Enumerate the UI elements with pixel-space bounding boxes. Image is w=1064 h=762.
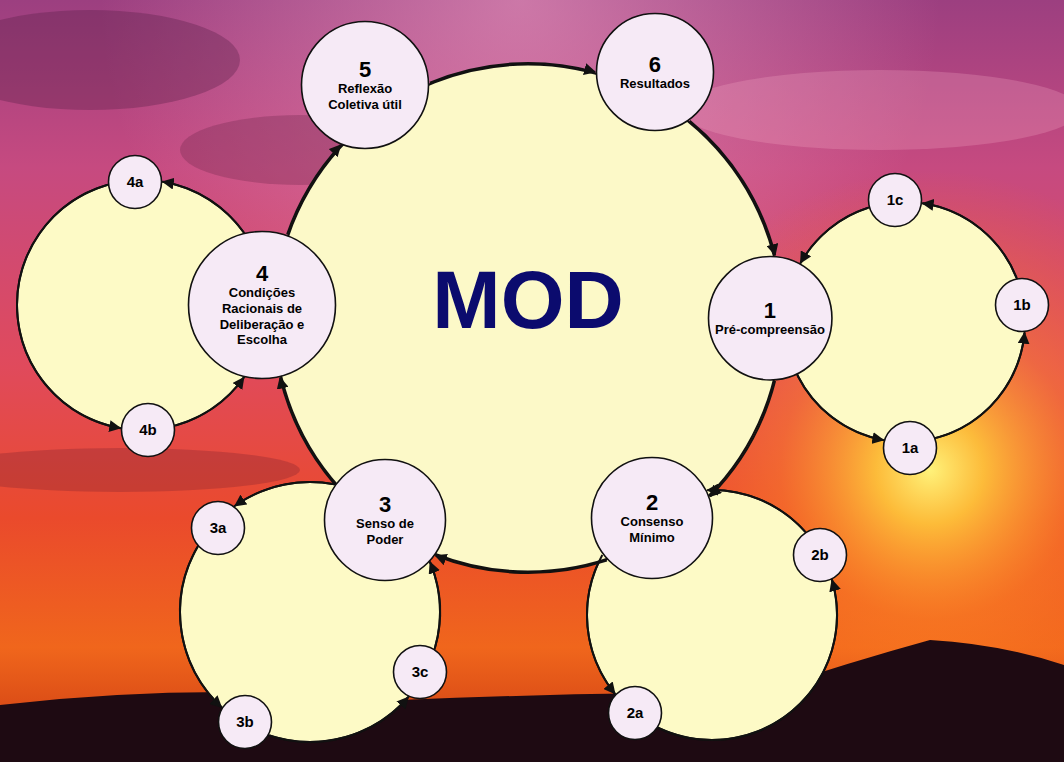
- step-label: Condições Racionais de Deliberação e Esc…: [209, 285, 315, 347]
- cycle-arrow: [287, 145, 340, 234]
- substep-circle: 3b: [217, 694, 273, 750]
- text-group: 1c: [887, 192, 904, 209]
- callout-number: 2b: [811, 547, 829, 564]
- substep-circle: 3a: [190, 500, 246, 556]
- text-group: 2Consenso Mínimo: [610, 491, 694, 545]
- circle-shape: [609, 687, 662, 740]
- circle-shape: [597, 14, 714, 131]
- callout-number: 1c: [887, 192, 904, 209]
- step-number: 3: [379, 493, 391, 516]
- cycle-arrow: [430, 63, 595, 83]
- cycle-arrow: [17, 185, 120, 428]
- cycle-arrow: [270, 697, 409, 742]
- cycle-arrow: [180, 547, 221, 707]
- text-group: 1b: [1013, 297, 1031, 314]
- text-group: 1a: [902, 440, 919, 457]
- cycle-arrow: [436, 556, 607, 573]
- model-title: MOD: [432, 259, 623, 341]
- text-group: 4b: [139, 422, 157, 439]
- sub-cycle-ring: [180, 482, 440, 742]
- substep-circle: 2b: [792, 527, 848, 583]
- callout-number: 1a: [902, 440, 919, 457]
- step-label: Pré-compreensão: [715, 322, 825, 338]
- step-number: 6: [649, 53, 661, 76]
- circle-shape: [794, 529, 847, 582]
- step-label: Consenso Mínimo: [610, 514, 694, 545]
- text-group: MOD: [432, 259, 623, 377]
- circle-shape: [192, 502, 245, 555]
- circle-shape: [109, 156, 162, 209]
- text-group: 4Condições Racionais de Deliberação e Es…: [209, 262, 315, 347]
- text-group: 1Pré-compreensão: [715, 299, 825, 338]
- substep-circle: 4b: [120, 402, 176, 458]
- cycle-arrow: [163, 182, 244, 233]
- text-group: 3Senso de Poder: [348, 493, 422, 547]
- cloud: [0, 10, 240, 110]
- substep-circle: 1c: [867, 172, 923, 228]
- step-label: Senso de Poder: [348, 516, 422, 547]
- cycle-arrow: [797, 375, 883, 440]
- step-circle: 4Condições Racionais de Deliberação e Es…: [187, 230, 337, 380]
- step-circle: 6Resultados: [595, 12, 715, 132]
- cycle-arrow: [659, 580, 837, 740]
- callout-number: 2a: [627, 705, 644, 722]
- step-number: 2: [646, 491, 658, 514]
- cycle-arrow: [280, 378, 334, 484]
- circle-shape: [302, 22, 429, 149]
- cycle-arrow: [587, 555, 615, 694]
- callout-number: 3b: [236, 714, 254, 731]
- cycle-arrow: [235, 482, 334, 506]
- step-label: Reflexão Coletiva útil: [328, 81, 402, 112]
- text-group: 6Resultados: [620, 53, 690, 92]
- step-number: 5: [359, 58, 371, 81]
- circle-shape: [592, 458, 713, 579]
- circle-shape: [122, 404, 175, 457]
- cycle-arrow: [707, 490, 805, 531]
- circle-shape: [884, 422, 937, 475]
- cycle-arrow: [936, 333, 1024, 438]
- step-circle: 3Senso de Poder: [323, 458, 447, 582]
- circle-shape: [394, 646, 447, 699]
- circle-shape: [325, 460, 446, 581]
- step-circle: 5Reflexão Coletiva útil: [300, 20, 430, 150]
- mountain-silhouette: [0, 640, 1064, 762]
- circle-shape: [219, 696, 272, 749]
- callout-number: 3c: [412, 664, 429, 681]
- text-group: 3b: [236, 714, 254, 731]
- circle-shape: [869, 174, 922, 227]
- text-group: 4a: [127, 174, 144, 191]
- cycle-arrow: [176, 378, 244, 426]
- step-number: 1: [764, 299, 776, 322]
- text-group: 3a: [210, 520, 227, 537]
- text-group: 2a: [627, 705, 644, 722]
- cycle-arrow: [710, 381, 775, 496]
- circle-shape: [189, 232, 336, 379]
- substep-circle: 3c: [392, 644, 448, 700]
- step-number: 4: [256, 262, 268, 285]
- substep-circle: 4a: [107, 154, 163, 210]
- substep-circle: 1a: [882, 420, 938, 476]
- callout-number: 1b: [1013, 297, 1031, 314]
- text-group: 3c: [412, 664, 429, 681]
- circle-shape: [996, 279, 1049, 332]
- callout-number: 4b: [139, 422, 157, 439]
- step-circle: 1Pré-compreensão: [707, 255, 833, 381]
- step-label: Resultados: [620, 76, 690, 92]
- cycle-arrow: [801, 208, 868, 263]
- cloud: [680, 70, 1064, 150]
- step-circle: 2Consenso Mínimo: [590, 456, 714, 580]
- text-group: 2b: [811, 547, 829, 564]
- callout-number: 4a: [127, 174, 144, 191]
- substep-circle: 2a: [607, 685, 663, 741]
- cycle-arrow: [690, 121, 775, 255]
- text-group: 5Reflexão Coletiva útil: [328, 58, 402, 112]
- cycle-arrow: [430, 562, 440, 648]
- callout-number: 3a: [210, 520, 227, 537]
- circle-shape: [708, 256, 831, 379]
- cycle-arrow: [923, 203, 1017, 277]
- substep-circle: 1b: [994, 277, 1050, 333]
